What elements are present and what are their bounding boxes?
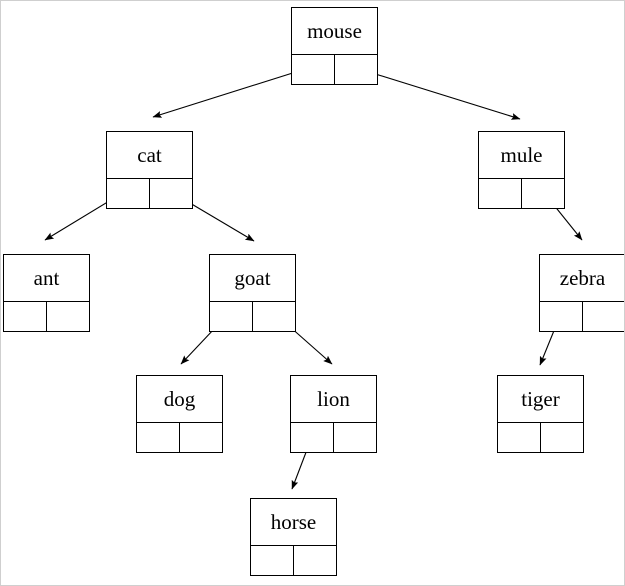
right-pointer-cell-ant: [47, 302, 90, 332]
tree-node-dog: dog: [136, 375, 223, 453]
left-pointer-cell-ant: [4, 302, 47, 332]
node-pointers-lion: [291, 423, 376, 453]
node-pointers-cat: [107, 179, 192, 209]
left-pointer-cell-tiger: [498, 423, 541, 453]
node-label-lion: lion: [291, 376, 376, 423]
node-label-dog: dog: [137, 376, 222, 423]
edge-mouse-right-to-mule: [352, 66, 521, 120]
node-pointers-tiger: [498, 423, 583, 453]
left-pointer-cell-dog: [137, 423, 180, 453]
node-pointers-mouse: [292, 55, 377, 85]
left-pointer-cell-mule: [479, 179, 522, 209]
node-pointers-dog: [137, 423, 222, 453]
tree-node-tiger: tiger: [497, 375, 584, 453]
right-pointer-cell-horse: [294, 546, 337, 576]
node-label-goat: goat: [210, 255, 295, 302]
tree-node-mouse: mouse: [291, 7, 378, 85]
node-pointers-mule: [479, 179, 564, 209]
left-pointer-cell-horse: [251, 546, 294, 576]
tree-node-mule: mule: [478, 131, 565, 209]
right-pointer-cell-cat: [150, 179, 193, 209]
right-pointer-cell-mule: [522, 179, 565, 209]
node-pointers-goat: [210, 302, 295, 332]
tree-node-goat: goat: [209, 254, 296, 332]
node-pointers-zebra: [540, 302, 625, 332]
left-pointer-cell-lion: [291, 423, 334, 453]
tree-node-ant: ant: [3, 254, 90, 332]
node-label-cat: cat: [107, 132, 192, 179]
right-pointer-cell-lion: [334, 423, 377, 453]
tree-node-cat: cat: [106, 131, 193, 209]
tree-node-zebra: zebra: [539, 254, 625, 332]
node-pointers-ant: [4, 302, 89, 332]
left-pointer-cell-goat: [210, 302, 253, 332]
tree-node-lion: lion: [290, 375, 377, 453]
right-pointer-cell-mouse: [335, 55, 378, 85]
right-pointer-cell-goat: [253, 302, 296, 332]
node-label-tiger: tiger: [498, 376, 583, 423]
right-pointer-cell-zebra: [583, 302, 625, 332]
left-pointer-cell-zebra: [540, 302, 583, 332]
node-pointers-horse: [251, 546, 336, 576]
right-pointer-cell-tiger: [541, 423, 584, 453]
node-label-ant: ant: [4, 255, 89, 302]
tree-node-horse: horse: [250, 498, 337, 576]
right-pointer-cell-dog: [180, 423, 223, 453]
node-label-mouse: mouse: [292, 8, 377, 55]
node-label-horse: horse: [251, 499, 336, 546]
node-label-mule: mule: [479, 132, 564, 179]
left-pointer-cell-mouse: [292, 55, 335, 85]
left-pointer-cell-cat: [107, 179, 150, 209]
node-label-zebra: zebra: [540, 255, 624, 302]
